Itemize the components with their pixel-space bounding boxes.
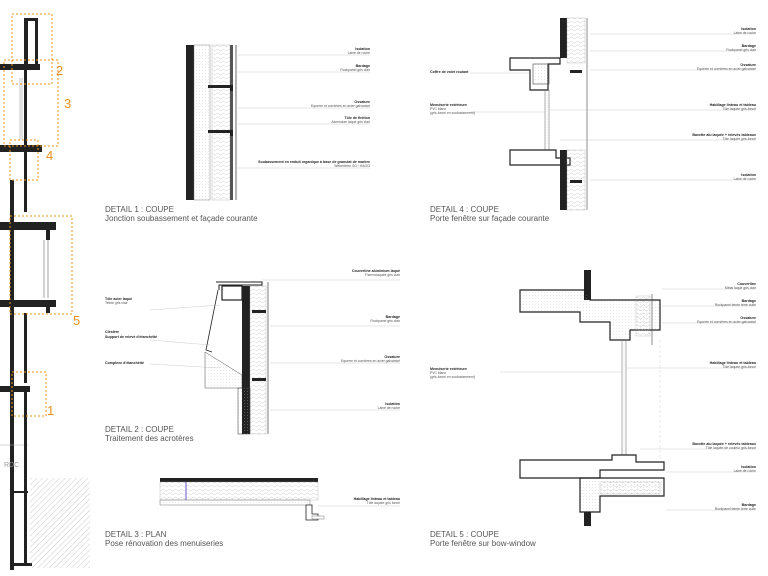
callout-number-1: 1 — [47, 403, 54, 418]
svg-text:Bavette alu laquée + relevés t: Bavette alu laquée + relevés tableaux — [692, 133, 756, 137]
svg-text:Tôle laquée gris-foncé: Tôle laquée gris-foncé — [722, 137, 756, 141]
svg-text:Métal laqué gris clair: Métal laqué gris clair — [725, 286, 757, 290]
svg-text:Equerre et cornières en acier: Equerre et cornières en acier galvanisé — [697, 320, 756, 324]
svg-text:Isolation: Isolation — [385, 402, 400, 406]
svg-text:Bardage: Bardage — [386, 315, 400, 319]
d1-label-2-head: Ossature — [354, 100, 370, 104]
callout-number-4: 4 — [46, 148, 53, 163]
detail-3-title: DETAIL 3 : PLAN Pose rénovation des menu… — [105, 530, 224, 548]
svg-text:Couvertine aluminium laqué: Couvertine aluminium laqué — [352, 269, 400, 273]
svg-text:Tôle laquée gris-foncé: Tôle laquée gris-foncé — [722, 107, 756, 111]
building-section: RDC 2 3 4 5 1 — [0, 13, 90, 570]
d1-label-4-sub: Weberterre SG / HAGI3 — [334, 164, 370, 168]
detail-2-drawing — [149, 279, 400, 435]
svg-text:Rockpanel teinte terre cuite: Rockpanel teinte terre cuite — [715, 507, 756, 511]
svg-text:Isolation: Isolation — [741, 27, 756, 31]
callout-number-2: 2 — [56, 63, 63, 78]
svg-text:(gris-foncé en soubassement): (gris-foncé en soubassement) — [430, 375, 475, 379]
detail-1-drawing — [186, 44, 370, 201]
svg-text:Isolation: Isolation — [741, 465, 756, 469]
svg-text:Bardage: Bardage — [742, 44, 756, 48]
svg-text:Bavette alu laquée + relevés t: Bavette alu laquée + relevés tableaux — [692, 442, 756, 446]
detail-1-title: DETAIL 1 : COUPE Jonction soubassement e… — [105, 205, 258, 223]
svg-text:Thermolaquée gris clair: Thermolaquée gris clair — [365, 273, 401, 277]
svg-text:Laine de roche: Laine de roche — [734, 469, 757, 473]
callout-frame-2 — [11, 13, 53, 85]
callout-frame-1 — [11, 371, 47, 417]
detail-2-title: DETAIL 2 : COUPE Traitement des acrotère… — [105, 425, 194, 443]
svg-text:Tôle laquée gris-foncé: Tôle laquée gris-foncé — [722, 365, 756, 369]
d1-label-1-head: Bardage — [356, 64, 370, 68]
detail-4-title: DETAIL 4 : COUPE Porte fenêtre sur façad… — [430, 205, 550, 223]
svg-text:Isolation: Isolation — [741, 173, 756, 177]
d1-label-3-head: Tôle de finition — [344, 116, 370, 120]
callout-number-5: 5 — [73, 313, 80, 328]
svg-text:Habillage linteau et tableau: Habillage linteau et tableau — [710, 361, 756, 365]
svg-text:Complexe d'étanchéité: Complexe d'étanchéité — [105, 361, 144, 365]
svg-text:Rockpanel gris clair: Rockpanel gris clair — [370, 319, 400, 323]
callout-number-3: 3 — [64, 96, 71, 111]
d1-label-0-sub: Laine de roche — [348, 51, 371, 55]
callout-frame-4 — [9, 139, 39, 181]
d1-label-0-head: Isolation — [355, 47, 370, 51]
svg-text:Habillage linteau et tableau: Habillage linteau et tableau — [354, 497, 400, 501]
svg-text:Couvertine: Couvertine — [737, 282, 756, 286]
svg-text:Equerre et cornières en acier: Equerre et cornières en acier galvanisé — [341, 359, 400, 363]
svg-text:Bardage: Bardage — [742, 299, 756, 303]
detail-3-drawing — [159, 478, 400, 521]
svg-text:Rockpanel teinte terre cuite: Rockpanel teinte terre cuite — [715, 303, 756, 307]
svg-text:PVC blanc: PVC blanc — [430, 107, 446, 111]
svg-text:Habillage linteau et tableau: Habillage linteau et tableau — [710, 103, 756, 107]
svg-text:Menuiserie extérieure: Menuiserie extérieure — [430, 103, 467, 107]
svg-text:Rockpanel gris clair: Rockpanel gris clair — [726, 48, 756, 52]
d1-label-4-head: Soubassement en enduit organique à base … — [258, 160, 370, 164]
svg-text:Cléstère: Cléstère — [105, 330, 119, 334]
svg-text:Ossature: Ossature — [740, 316, 756, 320]
svg-text:Equerre et cornières en acier: Equerre et cornières en acier galvanisé — [697, 67, 756, 71]
svg-text:Tôle laquée gris foncé: Tôle laquée gris foncé — [367, 501, 400, 505]
svg-text:Tôle acier laqué: Tôle acier laqué — [105, 297, 132, 301]
detail-5-drawing — [500, 270, 756, 526]
svg-text:(gris-foncé en soubassement): (gris-foncé en soubassement) — [430, 111, 475, 115]
callout-frame-5 — [9, 215, 73, 315]
d1-label-3-sub: Aluminium laqué gris clair — [331, 120, 371, 124]
svg-text:Laine de roche: Laine de roche — [378, 406, 401, 410]
svg-text:Ossature: Ossature — [740, 63, 756, 67]
svg-text:Laine de roche: Laine de roche — [734, 177, 757, 181]
d1-label-1-sub: Rockpanel gris clair — [340, 68, 370, 72]
svg-text:Teinte gris clair: Teinte gris clair — [105, 301, 128, 305]
svg-text:Tôle laquée de couleur gris-fo: Tôle laquée de couleur gris-foncé — [706, 446, 756, 450]
svg-text:Support de relevé d'étanchéité: Support de relevé d'étanchéité — [105, 335, 157, 339]
svg-text:Menuiserie extérieure: Menuiserie extérieure — [430, 367, 467, 371]
svg-text:Coffre de volet roulant: Coffre de volet roulant — [430, 70, 469, 74]
callout-frame-3 — [3, 59, 59, 147]
floor-label-rdc: RDC — [4, 462, 19, 469]
d1-label-2-sub: Equerre et cornières en acier galvanisé — [311, 104, 370, 108]
svg-text:Bardage: Bardage — [742, 503, 756, 507]
svg-text:PVC blanc: PVC blanc — [430, 371, 446, 375]
detail-4-drawing — [470, 17, 756, 211]
svg-text:Laine de roche: Laine de roche — [734, 31, 757, 35]
svg-text:Ossature: Ossature — [384, 355, 400, 359]
detail-5-title: DETAIL 5 : COUPE Porte fenêtre sur bow-w… — [430, 530, 536, 548]
